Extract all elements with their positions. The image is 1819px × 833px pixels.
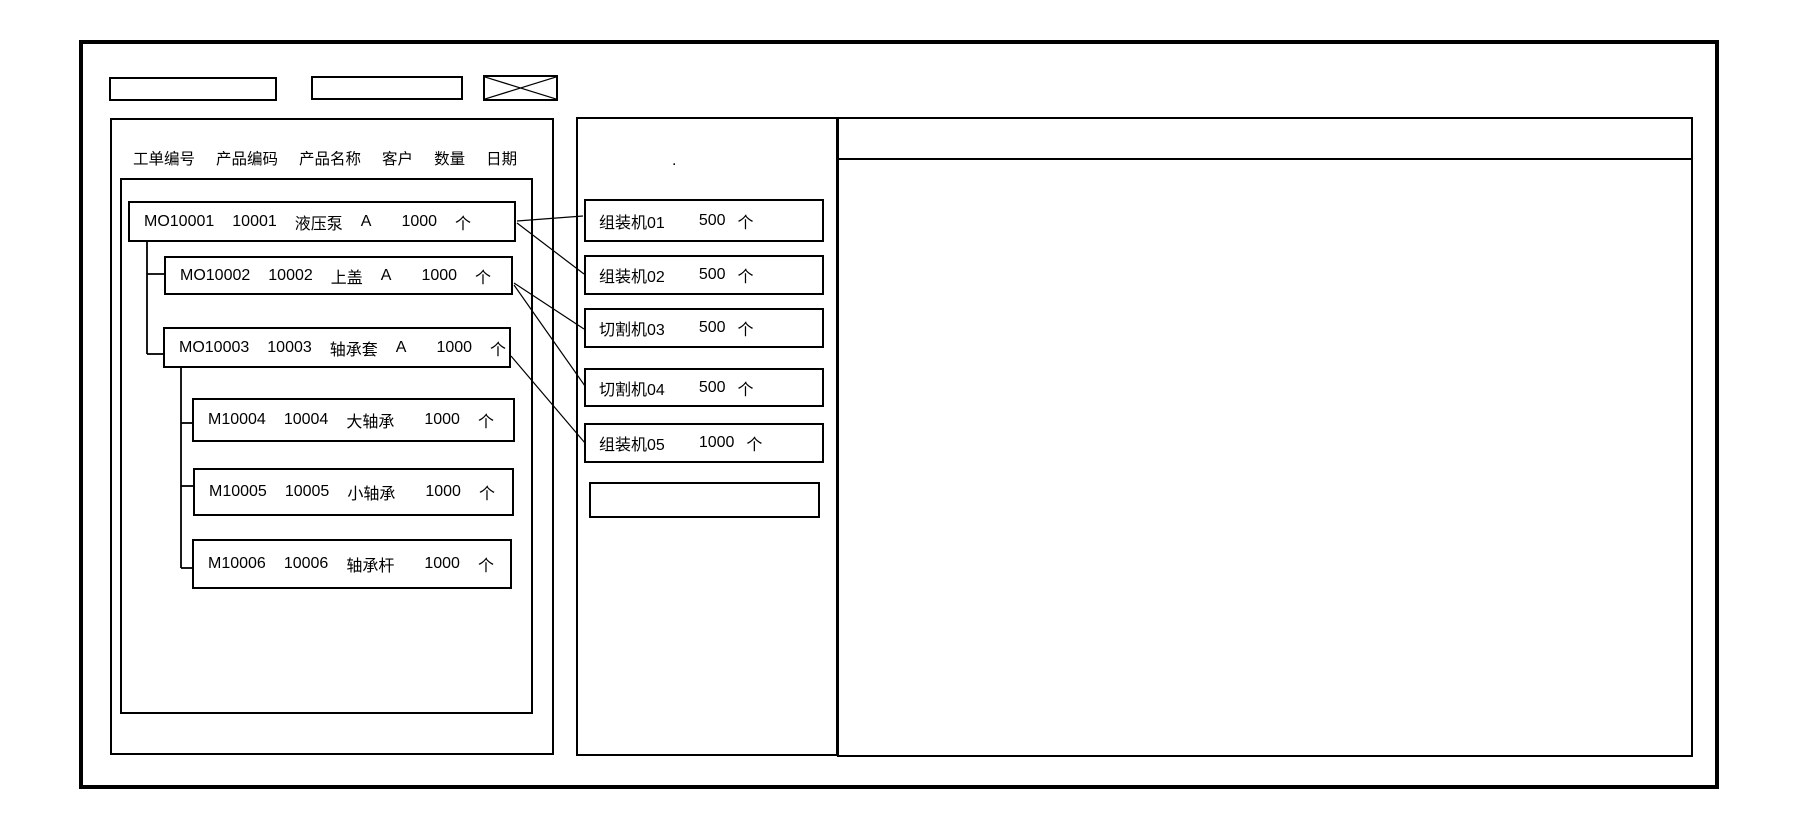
node-code: 10005 [284,483,330,500]
node-name: 小轴承 [347,486,396,503]
tree-node-mo10003[interactable]: MO10003 10003 轴承套 A 1000 个 [163,327,511,368]
col-product-name: 产品名称 [299,151,362,168]
machine-slot-empty[interactable] [589,482,820,518]
machine-qty: 500 [698,378,726,396]
node-qty: 1000 [436,338,473,356]
node-code: 10006 [283,555,329,572]
node-code: 10002 [268,266,313,284]
machine-item-03[interactable]: 切割机03 500 个 [584,308,824,348]
tree-node-m10004[interactable]: M10004 10004 大轴承 1000 个 [192,398,515,442]
node-qty: 1000 [424,555,460,572]
detail-panel [837,117,1693,757]
tree-node-mo10001[interactable]: MO10001 10001 液压泵 A 1000 个 [128,201,516,242]
node-name: 轴承套 [329,341,378,359]
machine-name: 组装机05 [599,437,665,454]
node-code: 10003 [267,338,312,356]
tree-node-mo10002[interactable]: MO10002 10002 上盖 A 1000 个 [164,256,513,295]
machine-item-04[interactable]: 切割机04 500 个 [584,368,824,407]
tree-node-m10005[interactable]: M10005 10005 小轴承 1000 个 [193,468,514,516]
tree-node-m10006[interactable]: M10006 10006 轴承杆 1000 个 [192,539,512,589]
col-product-code: 产品编码 [216,151,279,168]
node-qty: 1000 [401,212,438,230]
detail-panel-header [839,119,1691,160]
col-work-order-no: 工单编号 [133,151,196,168]
node-code: 10004 [283,411,329,428]
machine-unit: 个 [737,381,754,399]
node-name: 液压泵 [294,215,343,233]
node-unit: 个 [477,414,494,431]
col-quantity: 数量 [434,151,466,168]
col-date: 日期 [486,151,518,168]
toolbar-field-1[interactable] [109,77,277,101]
node-wo: M10005 [209,483,267,500]
node-qty: 1000 [424,411,460,428]
node-unit: 个 [455,215,472,233]
node-wo: MO10002 [180,266,251,284]
node-code: 10001 [232,212,277,230]
machine-item-01[interactable]: 组装机01 500 个 [584,199,824,242]
machine-unit: 个 [746,437,763,454]
node-customer: A [395,338,407,356]
node-qty: 1000 [425,483,461,500]
machine-name: 组装机01 [599,214,665,232]
image-placeholder-icon[interactable] [483,75,558,101]
machine-unit: 个 [737,214,754,232]
machine-qty: 1000 [698,434,735,451]
node-name: 上盖 [330,269,363,287]
node-wo: M10006 [208,555,266,572]
node-wo: MO10001 [144,212,215,230]
node-wo: M10004 [208,411,266,428]
node-qty: 1000 [421,266,458,284]
machine-item-02[interactable]: 组装机02 500 个 [584,255,824,295]
machine-unit: 个 [737,269,754,286]
machine-name: 切割机03 [599,322,665,339]
work-order-column-headers: 工单编号 产品编码 产品名称 客户 数量 日期 [120,146,517,170]
node-customer: A [360,212,372,230]
machine-qty: 500 [698,319,726,336]
machine-name: 组装机02 [599,269,665,286]
machine-unit: 个 [737,322,754,339]
node-wo: MO10003 [179,338,250,356]
stray-dot: . [672,152,677,169]
node-unit: 个 [490,341,507,359]
col-customer: 客户 [382,151,414,168]
x-cross-icon [485,77,556,99]
machine-qty: 500 [698,211,726,229]
node-name: 大轴承 [346,414,395,431]
node-unit: 个 [475,269,492,287]
machine-item-05[interactable]: 组装机05 1000 个 [584,423,824,463]
toolbar-field-2[interactable] [311,76,463,100]
node-unit: 个 [477,558,494,575]
machine-qty: 500 [698,266,726,283]
node-unit: 个 [478,486,495,503]
machine-name: 切割机04 [599,381,665,399]
node-name: 轴承杆 [346,558,395,575]
node-customer: A [380,266,392,284]
